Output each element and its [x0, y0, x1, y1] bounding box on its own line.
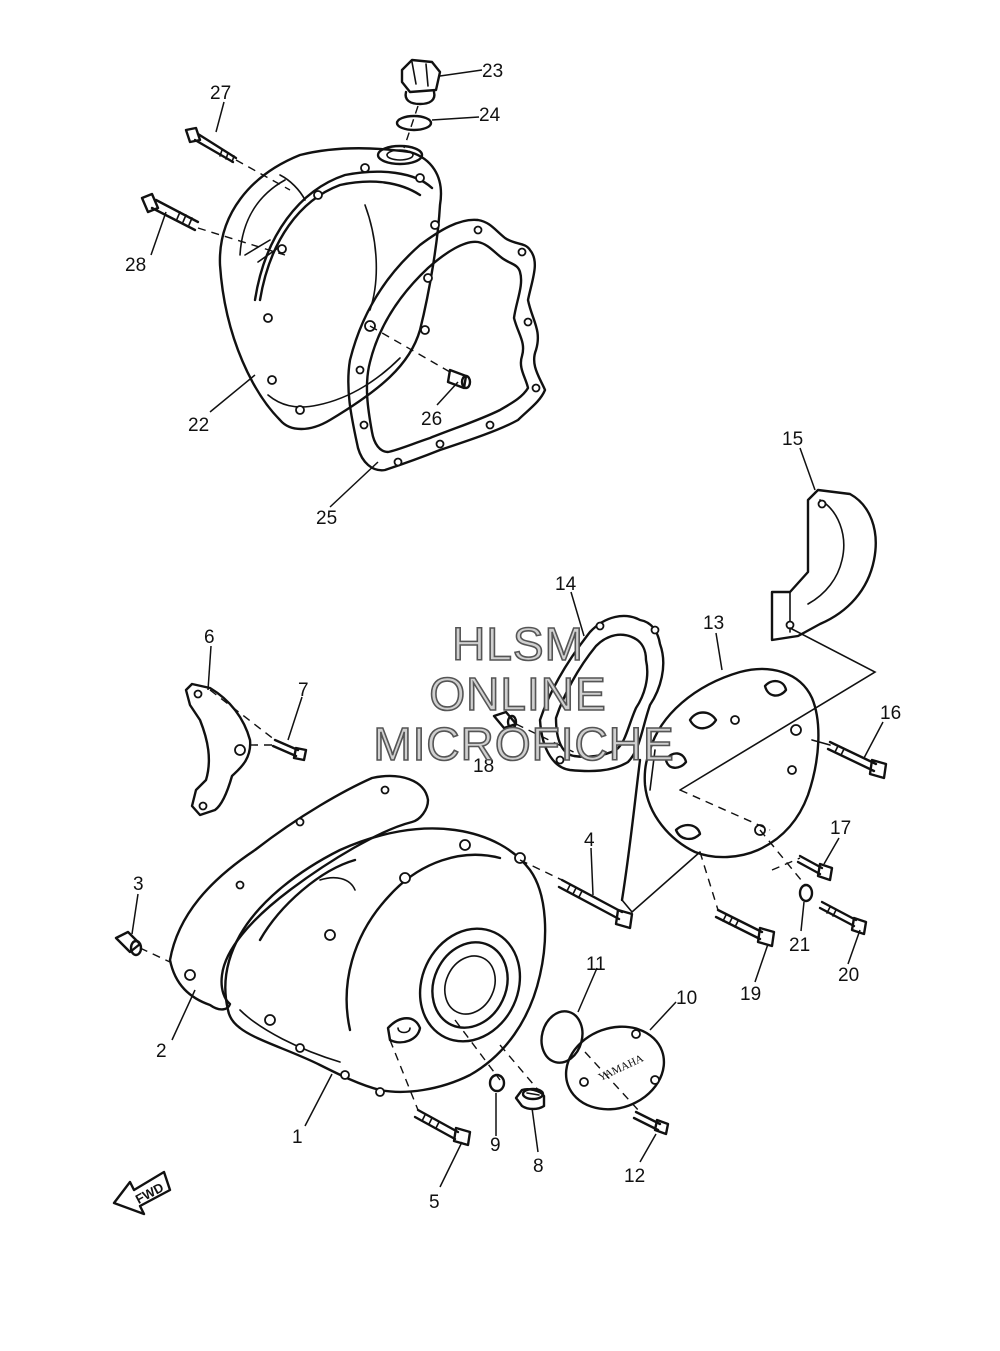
- callout-22: 22: [188, 415, 209, 436]
- callout-13: 13: [703, 613, 724, 634]
- callout-27: 27: [210, 83, 231, 104]
- callout-4: 4: [584, 830, 595, 851]
- part-4-bolt: [557, 878, 634, 930]
- callout-labels: 1 2 3 4 5 6 7 8 9 10 11 12 13 14 15 16 1…: [125, 61, 901, 1213]
- cover-logo-text: YAMAHA: [597, 1053, 646, 1084]
- callout-20: 20: [838, 965, 859, 986]
- part-12-screw: [632, 1110, 670, 1136]
- part-9-washer: [488, 1073, 506, 1093]
- watermark-line-1: HLSM: [452, 618, 584, 670]
- part-19-bolt: [714, 908, 776, 948]
- part-15-plate: [770, 488, 877, 642]
- callout-18: 18: [473, 756, 494, 777]
- callout-10: 10: [676, 988, 697, 1009]
- part-24-o-ring: [395, 114, 433, 132]
- part-5-bolt: [413, 1108, 472, 1147]
- callout-19: 19: [740, 984, 761, 1005]
- watermark-line-3: MICROFICHE: [373, 718, 674, 770]
- part-13-cover: [620, 667, 820, 902]
- part-3-dowel: [114, 930, 143, 957]
- part-25-gasket: [347, 218, 547, 472]
- callout-24: 24: [479, 105, 501, 126]
- callout-5: 5: [429, 1192, 440, 1213]
- callout-14: 14: [555, 574, 577, 595]
- part-8-plug: [514, 1087, 546, 1111]
- part-27-bolt: [184, 126, 238, 164]
- callout-16: 16: [880, 703, 901, 724]
- callout-21: 21: [789, 935, 810, 956]
- fwd-label: FWD: [133, 1180, 166, 1207]
- part-6-bracket: [184, 682, 252, 817]
- part-1-crankcase-cover: [224, 827, 547, 1097]
- callout-17: 17: [830, 818, 851, 839]
- watermark: HLSM ONLINE MICROFICHE: [373, 617, 675, 771]
- callout-28: 28: [125, 255, 146, 276]
- callout-12: 12: [624, 1166, 645, 1187]
- callout-2: 2: [156, 1041, 167, 1062]
- part-7-bolt: [271, 738, 308, 762]
- callout-15: 15: [782, 429, 803, 450]
- forward-direction-arrow: FWD: [112, 1170, 172, 1216]
- callout-11: 11: [586, 954, 606, 975]
- callout-3: 3: [133, 874, 144, 895]
- callout-7: 7: [298, 680, 309, 701]
- callout-9: 9: [490, 1135, 501, 1156]
- part-16-bolt: [826, 740, 888, 780]
- part-23-oil-filler-cap: [400, 58, 442, 106]
- callout-1: 1: [292, 1127, 303, 1148]
- callout-8: 8: [533, 1156, 544, 1177]
- part-21-washer: [798, 883, 814, 903]
- part-26-dowel-pin: [446, 368, 472, 390]
- callout-25: 25: [316, 508, 337, 529]
- callout-26: 26: [421, 409, 442, 430]
- part-28-bolt: [140, 192, 200, 232]
- callout-23: 23: [482, 61, 503, 82]
- part-14-gasket: [538, 614, 665, 773]
- watermark-line-2: ONLINE: [429, 668, 606, 720]
- part-17-bolt: [796, 854, 834, 882]
- leader-lines: [131, 69, 884, 1188]
- part-10-cover: YAMAHA: [564, 1025, 666, 1111]
- callout-6: 6: [204, 627, 215, 648]
- part-11-o-ring: [540, 1010, 584, 1064]
- part-20-bolt: [818, 900, 868, 936]
- part-22-crankcase-cover: [218, 144, 443, 431]
